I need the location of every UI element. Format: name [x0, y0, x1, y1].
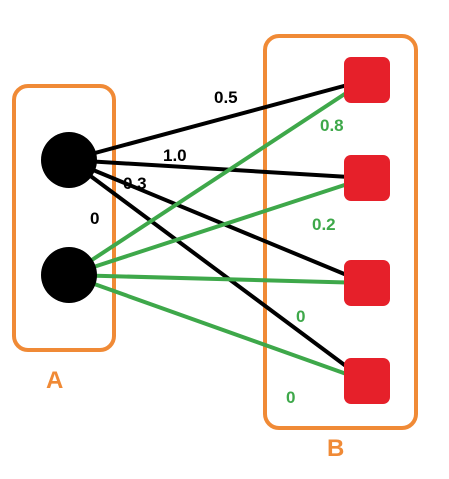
node-b4: [344, 358, 390, 404]
edge-a1-b1: [67, 78, 368, 162]
group-a-box: [12, 84, 116, 352]
node-a2: [41, 247, 97, 303]
node-b3: [344, 260, 390, 306]
edge-a1-b4: [67, 158, 368, 383]
group-a-label: A: [46, 367, 63, 394]
node-a1: [41, 132, 97, 188]
edge-a1-b3: [67, 158, 368, 285]
edge-label-a1-b4: 0: [90, 209, 99, 228]
edge-label-a2-b1: 0.8: [320, 116, 344, 135]
edge-label-a1-b1: 0.5: [214, 88, 238, 107]
edge-a2-b3: [67, 273, 368, 285]
edge-a2-b2: [67, 176, 368, 277]
edge-label-a2-b3: 0: [296, 307, 305, 326]
edge-a2-b1: [67, 78, 368, 277]
group-b-label: B: [327, 435, 344, 462]
node-b2: [344, 155, 390, 201]
node-b1: [344, 57, 390, 103]
edge-label-a1-b2: 1.0: [163, 146, 187, 165]
edge-a1-b2: [67, 158, 368, 180]
edge-label-a1-b3: 0.3: [123, 174, 147, 193]
edge-label-a2-b4: 0: [286, 388, 295, 407]
edge-a2-b4: [67, 273, 368, 383]
group-b-box: [263, 34, 418, 430]
edge-label-a2-b2: 0.2: [312, 215, 336, 234]
